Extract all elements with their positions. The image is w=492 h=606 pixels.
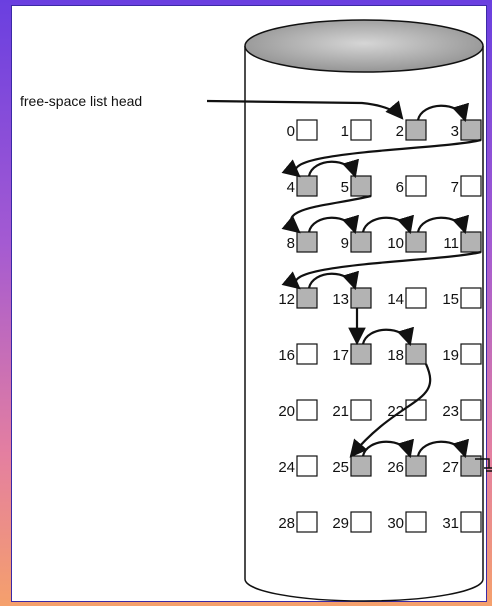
block-number-label: 5 <box>341 179 349 196</box>
block-number-label: 8 <box>287 235 295 252</box>
free-block <box>461 120 481 140</box>
free-block <box>351 344 371 364</box>
allocated-block <box>351 120 371 140</box>
block-number-label: 23 <box>442 403 459 420</box>
block-number-label: 29 <box>332 515 349 532</box>
block-number-label: 27 <box>442 459 459 476</box>
allocated-block <box>406 176 426 196</box>
block-number-label: 11 <box>443 235 459 252</box>
free-block <box>351 456 371 476</box>
block-number-label: 10 <box>387 235 404 252</box>
block-number-label: 2 <box>396 123 404 140</box>
allocated-block <box>297 400 317 420</box>
block-number-label: 28 <box>278 515 295 532</box>
block-number-label: 3 <box>451 123 459 140</box>
free-block <box>297 176 317 196</box>
free-space-list-head-label: free-space list head <box>20 93 142 109</box>
free-block <box>406 120 426 140</box>
allocated-block <box>461 344 481 364</box>
allocated-block <box>351 400 371 420</box>
disk-cylinder-top <box>245 20 483 72</box>
block-number-label: 13 <box>332 291 349 308</box>
block-number-label: 15 <box>442 291 459 308</box>
block-number-label: 19 <box>442 347 459 364</box>
allocated-block <box>351 512 371 532</box>
block-number-label: 14 <box>387 291 404 308</box>
block-number-label: 7 <box>451 179 459 196</box>
block-number-label: 18 <box>387 347 404 364</box>
allocated-block <box>297 344 317 364</box>
free-block <box>351 176 371 196</box>
free-block <box>297 288 317 308</box>
block-number-label: 25 <box>332 459 349 476</box>
block-number-label: 26 <box>387 459 404 476</box>
block-number-label: 9 <box>341 235 349 252</box>
allocated-block <box>297 456 317 476</box>
block-number-label: 6 <box>396 179 404 196</box>
allocated-block <box>461 512 481 532</box>
free-block <box>406 344 426 364</box>
block-number-label: 30 <box>387 515 404 532</box>
free-block <box>461 232 481 252</box>
block-number-label: 0 <box>287 123 295 140</box>
allocated-block <box>461 176 481 196</box>
block-number-label: 21 <box>332 403 349 420</box>
allocated-block <box>406 288 426 308</box>
allocated-block <box>461 288 481 308</box>
block-number-label: 4 <box>287 179 295 196</box>
free-block <box>406 232 426 252</box>
free-block <box>297 232 317 252</box>
block-number-label: 20 <box>278 403 295 420</box>
block-number-label: 17 <box>332 347 349 364</box>
allocated-block <box>406 512 426 532</box>
block-number-label: 24 <box>278 459 295 476</box>
allocated-block <box>297 512 317 532</box>
allocated-block <box>461 400 481 420</box>
block-number-label: 31 <box>442 515 459 532</box>
allocated-block <box>297 120 317 140</box>
free-block <box>351 232 371 252</box>
free-block <box>406 456 426 476</box>
block-number-label: 1 <box>341 123 349 140</box>
block-number-label: 16 <box>278 347 295 364</box>
allocated-block <box>406 400 426 420</box>
free-block <box>351 288 371 308</box>
block-number-label: 12 <box>278 291 295 308</box>
